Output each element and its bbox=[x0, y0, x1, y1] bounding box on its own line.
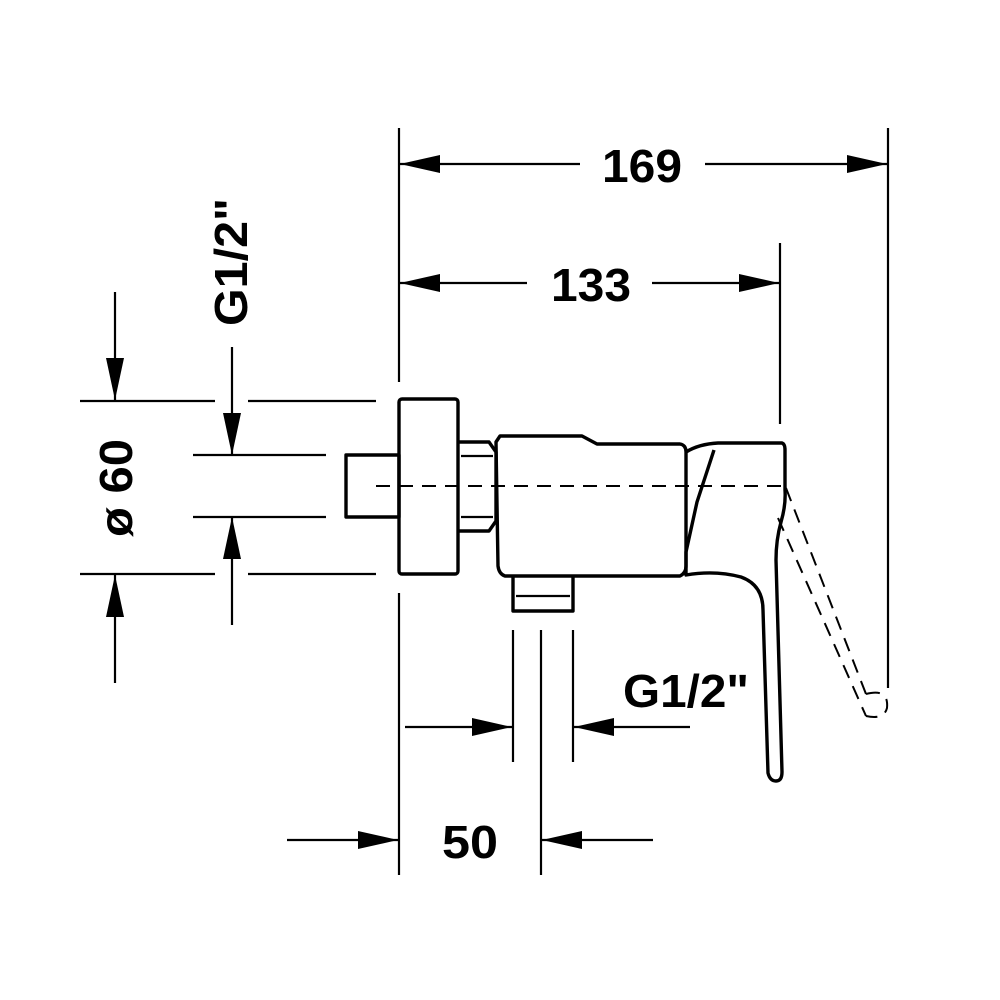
dimension-label-diameter: ø 60 bbox=[90, 439, 142, 537]
lever-alternate-position bbox=[777, 487, 889, 718]
dimension-label-133: 133 bbox=[551, 259, 631, 311]
extension-lines bbox=[80, 128, 890, 875]
dimension-body-length: 133 bbox=[400, 259, 779, 311]
dimension-rosette-diameter: ø 60 bbox=[90, 292, 142, 683]
dimension-label-50: 50 bbox=[442, 816, 498, 868]
mixer-body bbox=[494, 434, 688, 578]
dimension-outlet-offset: 50 bbox=[287, 816, 653, 868]
dimension-label-outlet-thread: G1/2" bbox=[623, 665, 749, 717]
wall-connector bbox=[344, 453, 401, 519]
dimension-outlet-thread: G1/2" bbox=[405, 665, 749, 736]
dimension-inlet-thread: G1/2" bbox=[205, 198, 257, 625]
dimension-label-inlet-thread: G1/2" bbox=[205, 198, 257, 326]
dimension-total-length: 169 bbox=[400, 140, 887, 192]
dimension-label-169: 169 bbox=[602, 140, 682, 192]
mixer-outline bbox=[344, 397, 889, 783]
outlet-spout bbox=[511, 576, 575, 613]
lever-handle bbox=[684, 441, 787, 783]
